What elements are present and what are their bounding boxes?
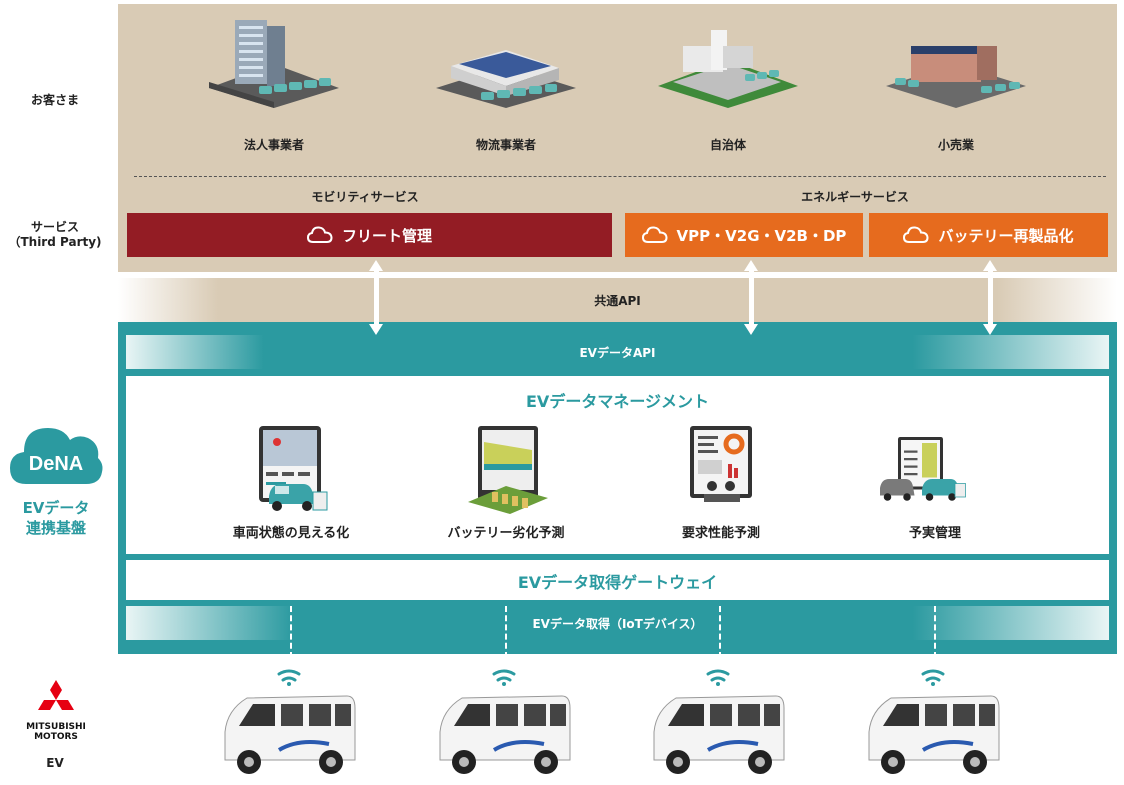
gateway-box [126, 560, 1109, 600]
customer-corporate-label: 法人事業者 [243, 138, 304, 152]
mitsubishi-text-line1: MITSUBISHI [26, 722, 86, 732]
arrow-down-head [744, 324, 758, 335]
arrow-down-head [369, 324, 383, 335]
dashed-connector [719, 606, 721, 658]
dashed-connector [290, 606, 292, 658]
analytics-icon [690, 426, 752, 502]
ev-data-api-label: EVデータAPI [579, 346, 656, 360]
fleet-management-service: フリート管理 [127, 213, 612, 257]
ev-van-icon [439, 669, 571, 774]
dashed-divider [134, 176, 1106, 177]
platform-label-line2: 連携基盤 [25, 519, 86, 537]
customer-retail-label: 小売業 [937, 138, 974, 152]
cloud-icon [641, 226, 668, 243]
iot-acquisition-label: EVデータ取得（IoTデバイス） [532, 617, 703, 631]
common-api-band [118, 278, 1117, 322]
battery-reproduction-service: バッテリー再製品化 [869, 213, 1108, 257]
ev-data-management-title: EVデータマネージメント [526, 392, 709, 411]
planning-icon [880, 437, 966, 501]
dashed-connector [505, 606, 507, 658]
arrow-shaft [749, 270, 754, 326]
customer-municipality-label: 自治体 [709, 138, 746, 152]
arrow-shaft [374, 270, 379, 326]
arrow-shaft [988, 270, 993, 326]
ev-data-api-bar [126, 335, 1109, 369]
mitsubishi-logo-text: MITSUBISHI MOTORS [0, 722, 112, 742]
service-label-main: サービス [30, 220, 79, 234]
ev-data-platform-label: EVデータ 連携基盤 [0, 498, 112, 538]
dena-logo-text: DeNA [29, 453, 83, 475]
platform-label-line1: EVデータ [22, 499, 90, 517]
gateway-label: EVデータ取得ゲートウェイ [517, 573, 718, 592]
ev-van-icon [868, 669, 1000, 774]
arrow-up-head [744, 260, 758, 271]
arrow-down-head [983, 324, 997, 335]
energy-service-label: エネルギーサービス [801, 190, 909, 204]
office-building-icon [209, 20, 339, 108]
feature-plan-actual-label: 予実管理 [908, 526, 961, 541]
common-api-label: 共通API [594, 294, 641, 308]
ev-van-icon [224, 669, 356, 774]
mobility-service-label: モビリティサービス [311, 190, 419, 204]
cloud-icon [306, 226, 333, 243]
tablet-map-icon [259, 426, 328, 511]
vpp-service: VPP・V2G・V2B・DP [625, 213, 863, 257]
city-hall-icon [658, 30, 798, 108]
store-icon [886, 46, 1026, 108]
iot-acquisition-bar [126, 606, 1109, 640]
battery-chart-icon [468, 426, 548, 514]
service-label-sub: （Third Party) [8, 235, 102, 249]
dena-logo: DeNA [10, 428, 103, 484]
feature-performance-prediction-label: 要求性能予測 [681, 526, 760, 541]
arrow-up-head [983, 260, 997, 271]
ev-label: EV [46, 756, 64, 770]
arrow-up-head [369, 260, 383, 271]
cloud-icon [903, 226, 929, 243]
ev-van-icon [653, 669, 785, 774]
battery-reproduction-label: バッテリー再製品化 [938, 226, 1074, 245]
service-label: サービス （Third Party) [0, 220, 110, 250]
feature-battery-prediction-label: バッテリー劣化予測 [447, 526, 565, 541]
mitsubishi-text-line2: MOTORS [34, 732, 78, 742]
dashed-connector [934, 606, 936, 658]
mitsubishi-logo [38, 680, 74, 710]
warehouse-icon [436, 50, 576, 108]
feature-vehicle-status-label: 車両状態の見える化 [232, 526, 350, 541]
fleet-management-label: フリート管理 [341, 226, 432, 245]
customers-label: お客さま [30, 93, 79, 107]
vpp-label: VPP・V2G・V2B・DP [676, 226, 847, 245]
customer-logistics-label: 物流事業者 [475, 138, 536, 152]
